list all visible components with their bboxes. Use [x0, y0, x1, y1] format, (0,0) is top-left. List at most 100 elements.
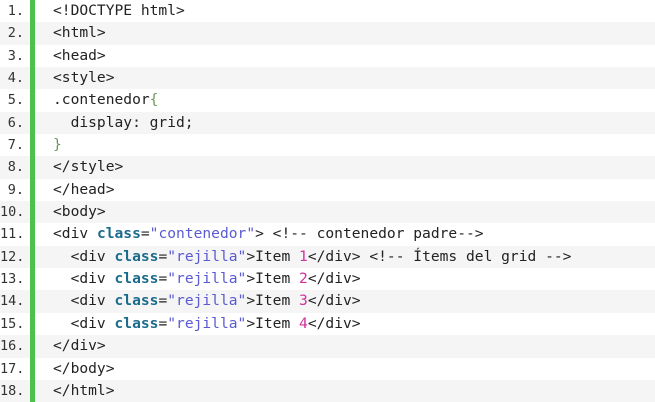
code-token: >Item: [246, 292, 300, 310]
line-code: </head>: [53, 179, 115, 201]
code-token: <div: [53, 292, 115, 310]
line-code: </html>: [53, 380, 115, 402]
code-line: 5. .contenedor{: [0, 89, 655, 111]
code-token: </style>: [53, 158, 124, 176]
line-code: <!DOCTYPE html>: [53, 0, 185, 22]
line-code: <div class="rejilla">Item 2</div>: [53, 268, 361, 290]
code-token: </div>: [53, 337, 106, 355]
code-token: </div>: [307, 292, 361, 310]
line-code: }: [53, 134, 62, 156]
code-token: >Item: [246, 270, 300, 288]
code-token: =: [158, 314, 168, 332]
code-token: class: [114, 247, 159, 265]
line-number: 5.: [7, 92, 24, 109]
code-line: 1. <!DOCTYPE html>: [0, 0, 655, 22]
code-token: "rejilla": [167, 292, 247, 310]
code-token: {: [149, 91, 159, 109]
code-line: 8. </style>: [0, 156, 655, 179]
code-token: =: [158, 270, 168, 288]
code-token: class: [114, 314, 159, 332]
code-token: "rejilla": [167, 314, 247, 332]
line-code: <div class="rejilla">Item 4</div>: [53, 313, 361, 335]
code-token: > <!-- contenedor padre-->: [255, 225, 484, 243]
code-token: </div>: [307, 314, 361, 332]
line-number: 6.: [7, 114, 24, 131]
code-token: >Item: [246, 247, 300, 265]
code-token: "rejilla": [167, 247, 247, 265]
code-line: 14. <div class="rejilla">Item 3</div>: [0, 290, 655, 313]
line-number: 13.: [0, 271, 25, 288]
code-token: "rejilla": [167, 270, 247, 288]
code-token: 3: [299, 292, 308, 310]
code-line: 12. <div class="rejilla">Item 1</div> <!…: [0, 245, 655, 269]
line-number: 16.: [0, 338, 25, 355]
code-line: 9. </head>: [0, 179, 655, 201]
line-number: 18.: [0, 382, 25, 399]
code-token: <body>: [53, 203, 106, 221]
code-token: <!DOCTYPE html>: [53, 2, 185, 19]
code-token: .contenedor: [53, 91, 150, 109]
line-code: .contenedor{: [53, 89, 158, 111]
line-code: <div class="rejilla">Item 1</div> <!-- Í…: [53, 246, 572, 268]
code-token: <div: [53, 225, 97, 243]
code-token: </div>: [307, 270, 361, 288]
line-number: 15.: [0, 315, 25, 332]
line-code: <html>: [53, 22, 106, 44]
code-token: 2: [299, 270, 308, 288]
line-code: </div>: [53, 335, 106, 357]
line-code: </body>: [53, 358, 115, 380]
code-token: class: [96, 225, 141, 243]
code-line: 10. <body>: [0, 201, 655, 224]
line-code: <style>: [53, 67, 115, 89]
code-token: "contenedor": [149, 225, 256, 243]
code-token: </div> <!-- Ítems del grid -->: [307, 247, 572, 265]
code-token: =: [158, 292, 168, 310]
line-code: <body>: [53, 201, 106, 223]
line-code: display: grid;: [53, 112, 194, 134]
code-line: 15. <div class="rejilla">Item 4</div>: [0, 313, 655, 335]
code-token: 1: [299, 247, 308, 265]
code-token: >Item: [246, 314, 300, 332]
code-token: =: [140, 225, 150, 243]
code-line: 6. display: grid;: [0, 111, 655, 135]
code-line: 11. <div class="contenedor"> <!-- contene…: [0, 223, 655, 245]
code-line: 18. </html>: [0, 379, 655, 402]
line-number: 9.: [7, 181, 24, 198]
code-line: 7.}: [0, 134, 655, 156]
code-token: class: [114, 292, 159, 310]
code-token: <div: [53, 247, 115, 265]
line-number: 14.: [0, 293, 25, 310]
code-token: display: grid;: [53, 113, 194, 131]
code-line: 16. </div>: [0, 335, 655, 358]
line-number: 3.: [7, 47, 24, 64]
code-token: }: [53, 136, 62, 154]
line-number: 10.: [0, 204, 25, 221]
code-token: class: [114, 270, 159, 288]
line-code: <div class="rejilla">Item 3</div>: [53, 290, 361, 312]
line-code: </style>: [53, 156, 123, 178]
line-number: 8.: [7, 159, 24, 176]
code-line: 17. </body>: [0, 358, 655, 380]
code-token: 4: [299, 314, 308, 332]
line-number: 4.: [7, 70, 24, 87]
code-line: 3. <head>: [0, 45, 655, 67]
line-number: 7.: [7, 137, 24, 154]
line-number: 12.: [0, 248, 25, 265]
code-line: 2.<html>: [0, 22, 655, 45]
code-token: <html>: [53, 24, 106, 42]
code-line: 4. <style>: [0, 67, 655, 90]
gutter-bar: [30, 0, 35, 402]
code-token: <head>: [53, 46, 106, 64]
line-number: 1.: [7, 3, 24, 19]
code-token: =: [158, 247, 168, 265]
line-number: 17.: [0, 360, 25, 377]
code-line: 13. <div class="rejilla">Item 2</div>: [0, 268, 655, 290]
code-token: </html>: [53, 381, 115, 399]
code-token: </head>: [53, 180, 115, 198]
line-number: 11.: [0, 226, 25, 243]
code-token: <div: [53, 270, 115, 288]
code-token: </body>: [53, 359, 115, 377]
code-token: <div: [53, 314, 115, 332]
code-token: <style>: [53, 69, 115, 87]
